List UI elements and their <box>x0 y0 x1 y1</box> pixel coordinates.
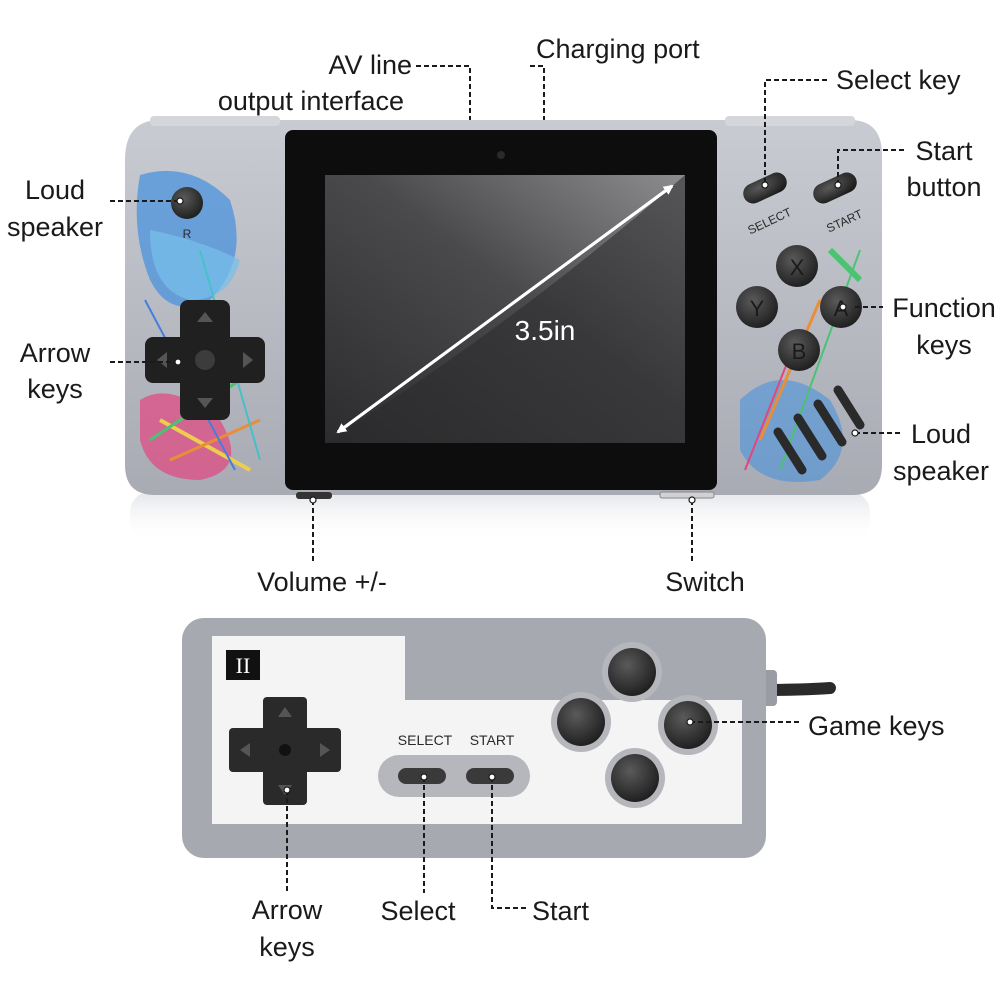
callout-select: Select <box>380 896 456 926</box>
callout-output-interface: output interface <box>218 86 404 116</box>
screen-size-label: 3.5in <box>515 315 576 346</box>
callout-start-button-1: Start <box>915 136 973 166</box>
speaker-grille <box>773 385 865 475</box>
y-button-label: Y <box>750 296 765 321</box>
handheld-console: 3.5in R SELECT START X Y A B <box>125 116 882 542</box>
callout-arrow-keys-bottom-2: keys <box>259 932 315 962</box>
controller-select-label: SELECT <box>398 732 453 748</box>
controller-game-keys <box>551 642 718 808</box>
callout-loud-speaker-right-2: speaker <box>893 456 989 486</box>
controller-up-icon <box>278 707 292 717</box>
callout-loud-speaker-left-1: Loud <box>25 175 85 205</box>
gamepad-controller: II SELECT START <box>182 618 836 858</box>
game-key-right[interactable] <box>664 701 712 749</box>
controller-badge <box>226 650 260 680</box>
callout-loud-speaker-right-1: Loud <box>911 419 971 449</box>
callout-start: Start <box>532 896 590 926</box>
game-key-top[interactable] <box>608 648 656 696</box>
right-shoulder <box>725 116 855 126</box>
controller-dpad[interactable] <box>229 697 341 805</box>
callout-function-keys-1: Function <box>892 293 996 323</box>
dpad-up-icon <box>197 312 213 322</box>
game-key-bottom[interactable] <box>611 754 659 802</box>
controller-right-icon <box>320 743 330 757</box>
callout-start-button-2: button <box>906 172 981 202</box>
front-camera-dot <box>497 151 505 159</box>
x-button-label: X <box>790 255 805 280</box>
callout-game-keys: Game keys <box>808 711 945 741</box>
controller-start-label: START <box>470 732 515 748</box>
r-button[interactable] <box>171 187 203 219</box>
game-key-left[interactable] <box>557 698 605 746</box>
callout-volume: Volume +/- <box>257 567 387 597</box>
controller-left-icon <box>240 743 250 757</box>
callout-function-keys-2: keys <box>916 330 972 360</box>
dpad[interactable] <box>145 300 265 420</box>
b-button-label: B <box>792 339 807 364</box>
callout-loud-speaker-left-2: speaker <box>7 212 103 242</box>
controller-badge-label: II <box>236 653 251 678</box>
left-shoulder <box>150 116 280 126</box>
diagonal-arrow-reverse <box>336 184 673 434</box>
x-button[interactable] <box>776 245 818 287</box>
screen-glare <box>325 175 685 443</box>
callout-av-line: AV line <box>328 50 412 80</box>
callout-arrow-keys-bottom-1: Arrow <box>252 895 323 925</box>
start-key[interactable] <box>810 169 860 207</box>
b-button[interactable] <box>778 329 820 371</box>
dpad-down-icon <box>197 398 213 408</box>
leader-lines <box>110 65 904 909</box>
callout-arrow-keys-top-2: keys <box>27 374 83 404</box>
callout-select-key: Select key <box>836 65 961 95</box>
callout-arrow-keys-top-1: Arrow <box>20 338 91 368</box>
power-switch[interactable] <box>659 491 715 499</box>
callouts: AV line output interface Charging port S… <box>7 34 996 962</box>
y-button[interactable] <box>736 286 778 328</box>
volume-rocker[interactable] <box>296 492 332 499</box>
r-button-label: R <box>183 227 192 241</box>
callout-charging-port: Charging port <box>536 34 700 64</box>
callout-switch: Switch <box>665 567 745 597</box>
dpad-left-icon <box>157 352 167 368</box>
dpad-right-icon <box>243 352 253 368</box>
device-reflection <box>130 492 870 542</box>
